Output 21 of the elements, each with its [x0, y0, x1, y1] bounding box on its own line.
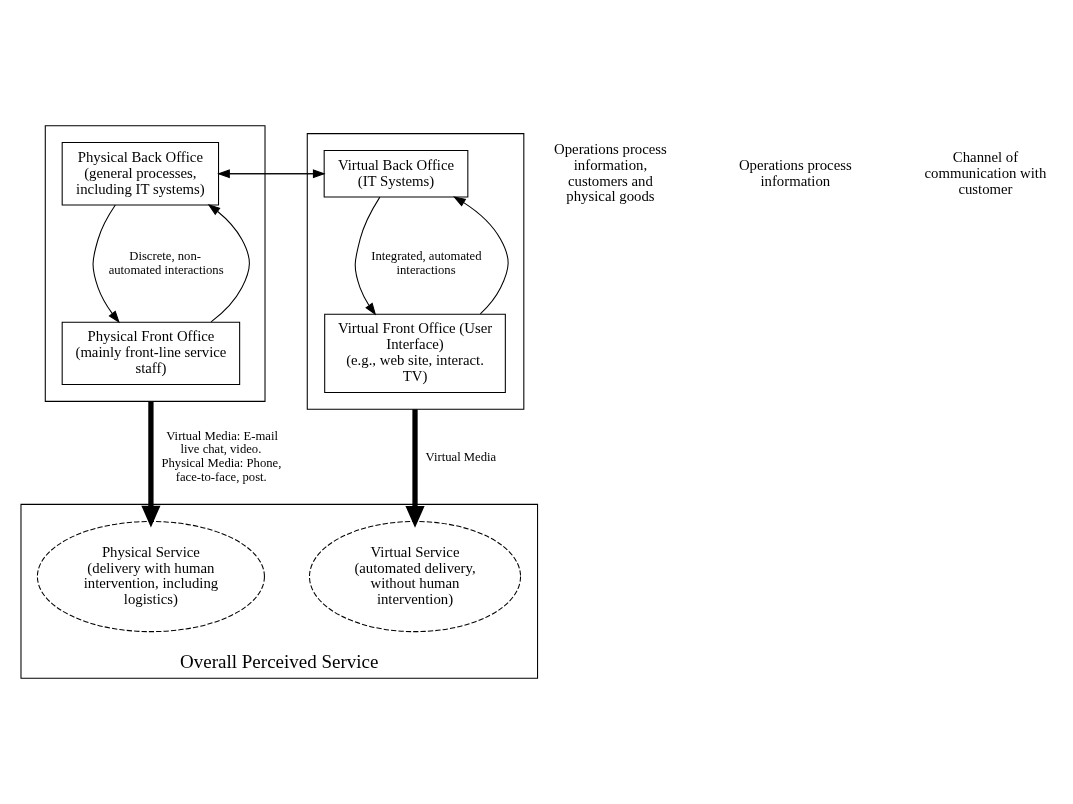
node-box: Virtual Front Office (User Interface) (e.g., web site, interact. TV) [324, 313, 506, 393]
edge-label: Virtual Media [425, 449, 497, 464]
node-box: Physical Front Office (mainly front-line service staff) [61, 321, 241, 385]
label: Channel of communication with customer [924, 148, 1047, 197]
arrow [354, 196, 381, 316]
arrow [405, 409, 425, 528]
node-box: Virtual Back Office (IT Systems) [323, 149, 469, 198]
arrow [92, 204, 120, 324]
node-ellipse: Virtual Service (automated delivery, without human intervention) [308, 520, 522, 633]
node-box: Physical Back Office (general processes, including IT systems) [61, 142, 220, 206]
edge-label: Discrete, non-automated interactions [108, 248, 224, 277]
cluster [44, 125, 266, 402]
edge-label: Integrated, automated interactions [371, 248, 482, 277]
node-ellipse: Physical Service (delivery with human intervention, including logistics) [36, 520, 265, 633]
arrow [453, 196, 509, 315]
cluster [306, 133, 525, 410]
edge-label: Virtual Media: E-mail live chat, video. Physical Media: Phone, face-to-face, post. [161, 428, 282, 484]
arrow [207, 204, 250, 323]
arrow [141, 401, 161, 528]
label: Operations process information [738, 156, 852, 189]
label: Operations process information, customers and physical goods [554, 140, 667, 205]
